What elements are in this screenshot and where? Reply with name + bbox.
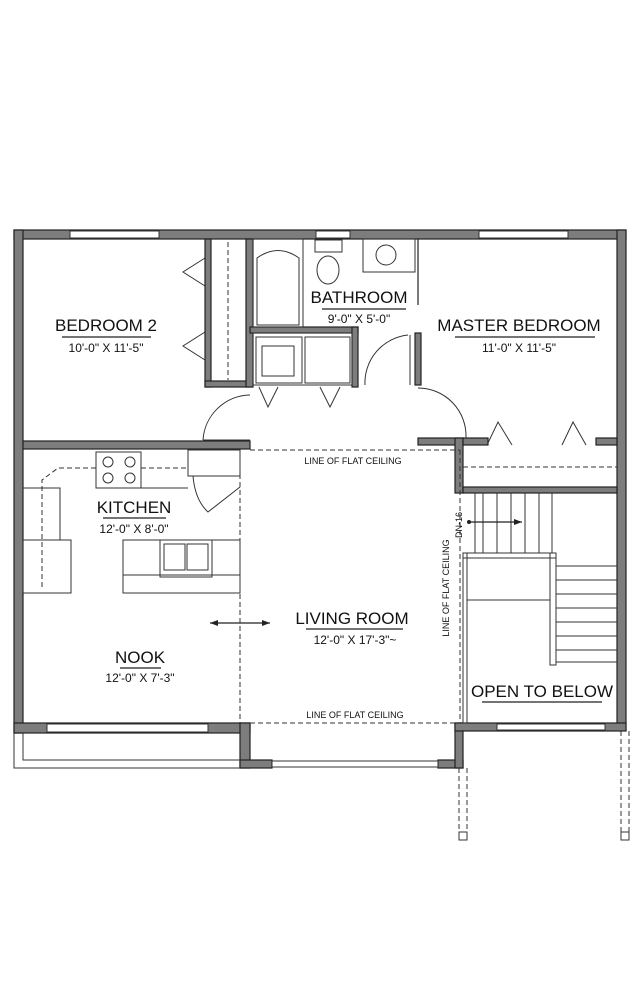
bathtub	[252, 238, 304, 328]
stairs-down-note: DN-16	[454, 512, 464, 538]
toilet	[314, 239, 343, 285]
laundry	[252, 332, 353, 409]
master-bedroom-size: 11'-0" X 11'-5"	[482, 341, 556, 355]
deck-and-posts	[13, 731, 630, 841]
living-room-label: LIVING ROOM	[295, 609, 408, 628]
living-room-size: 12'-0" X 17'-3"~	[314, 633, 397, 647]
flat-ceiling-bottom-note: LINE OF FLAT CEILING	[306, 710, 403, 720]
doors	[202, 334, 617, 468]
windows	[46, 230, 606, 768]
bedroom2-size: 10'-0" X 11'-5"	[69, 341, 144, 355]
stairs	[462, 493, 617, 724]
open-to-below-label: OPEN TO BELOW	[471, 682, 613, 701]
kitchen-size: 12'-0" X 8'-0"	[99, 522, 168, 536]
flat-ceiling-lines	[239, 449, 461, 724]
nook-label: NOOK	[115, 648, 166, 667]
bedroom2-label: BEDROOM 2	[55, 316, 157, 335]
flat-ceiling-right-note: LINE OF FLAT CEILING	[441, 539, 451, 636]
sink-vanity	[362, 238, 419, 305]
bathroom-label: BATHROOM	[311, 288, 408, 307]
flat-ceiling-top-note: LINE OF FLAT CEILING	[304, 456, 401, 466]
bedroom2-closet	[182, 242, 229, 380]
nook-size: 12'-0" X 7'-3"	[105, 671, 174, 685]
dimension-arrow	[210, 620, 270, 626]
interior-walls	[22, 238, 618, 494]
bathroom-size: 9'-0" X 5'-0"	[328, 312, 390, 326]
master-bedroom-label: MASTER BEDROOM	[437, 316, 600, 335]
kitchen-label: KITCHEN	[97, 498, 172, 517]
